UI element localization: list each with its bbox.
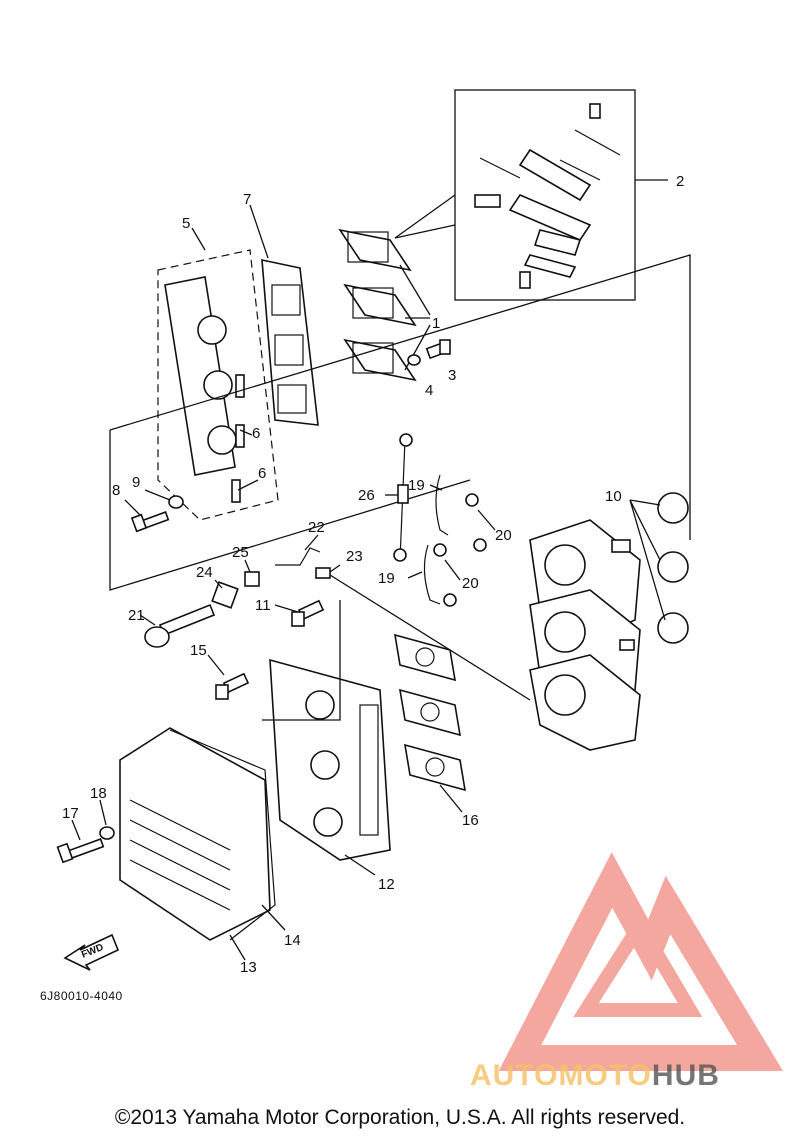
bolt-11: [291, 599, 325, 627]
intake-manifold-5: [157, 249, 279, 521]
gaskets-16: [394, 633, 466, 792]
callout-6-upper: 6: [252, 425, 260, 442]
clip-20: [433, 493, 487, 607]
washer-18: [99, 826, 115, 840]
shaft-21: [144, 603, 216, 648]
callout-13: 13: [240, 959, 257, 976]
callout-15: 15: [190, 642, 207, 659]
reed-valve-detail-inset: [454, 89, 636, 301]
throttle-linkage-26: [393, 433, 413, 562]
callout-25: 25: [232, 544, 249, 561]
washer-4: [407, 354, 421, 366]
callout-20-upper: 20: [495, 527, 512, 544]
bolt-15: [215, 672, 250, 700]
callout-19-lower: 19: [378, 570, 395, 587]
callout-4: 4: [425, 382, 433, 399]
callout-3: 3: [448, 367, 456, 384]
diagram-code: 6J80010-4040: [40, 989, 123, 1003]
callout-21: 21: [128, 607, 145, 624]
callout-18: 18: [90, 785, 107, 802]
fwd-arrow-icon: [63, 933, 120, 971]
callout-14: 14: [284, 932, 301, 949]
callout-6-lower: 6: [258, 465, 266, 482]
hose-19-lower: [423, 544, 441, 605]
callout-8: 8: [112, 482, 120, 499]
callout-1: 1: [432, 315, 440, 332]
hose-19-upper: [435, 474, 449, 536]
bolt-17: [56, 838, 105, 864]
callout-19-upper: 19: [408, 477, 425, 494]
logo-part-1: AUTOMOTO: [470, 1059, 652, 1092]
callout-11: 11: [255, 597, 271, 614]
copyright-notice: ©2013 Yamaha Motor Corporation, U.S.A. A…: [115, 1106, 685, 1129]
link-rod-22: [275, 547, 321, 566]
logo-part-2: HUB: [652, 1059, 720, 1092]
bolt-3: [425, 339, 451, 360]
washer-9: [168, 495, 184, 509]
carburetor-assembly: [529, 519, 641, 751]
callout-7: 7: [243, 191, 251, 208]
logo-wordmark: AUTOMOTOHUB: [470, 1059, 720, 1092]
callout-5: 5: [182, 215, 190, 232]
joint-23: [315, 567, 331, 579]
callout-12: 12: [378, 876, 395, 893]
reed-valve-assembly: [338, 228, 417, 382]
callout-24: 24: [196, 564, 213, 581]
callout-9: 9: [132, 474, 140, 491]
callout-22: 22: [308, 519, 325, 536]
silencer-cover-13: [119, 727, 276, 941]
callout-17: 17: [62, 805, 79, 822]
callout-23: 23: [346, 548, 363, 565]
collar-25: [244, 571, 260, 587]
bolt-8: [130, 511, 170, 533]
callout-10: 10: [605, 488, 622, 505]
gasket-7: [261, 258, 319, 426]
callout-2: 2: [676, 173, 684, 190]
o-rings-10: [657, 492, 689, 644]
callout-16: 16: [462, 812, 479, 829]
watermark-logo-icon: [498, 852, 783, 1071]
nut-24: [211, 581, 239, 609]
silencer-housing-12: [269, 658, 391, 861]
callout-20-lower: 20: [462, 575, 479, 592]
callout-26: 26: [358, 487, 375, 504]
